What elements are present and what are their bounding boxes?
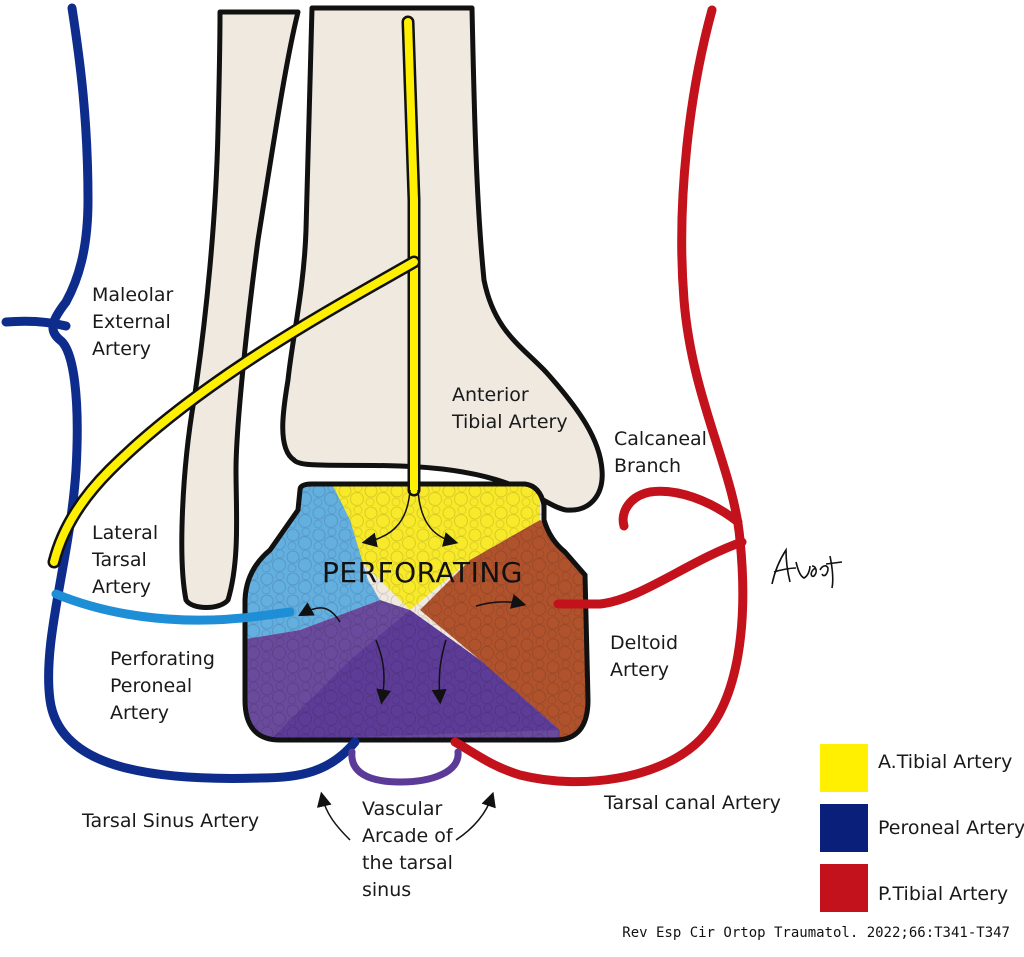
flow-arrow (361, 489, 411, 548)
label-maleolar-external-artery: Maleolar External Artery (92, 284, 174, 360)
peroneal-side-branch (1, 316, 71, 331)
talus-block (245, 484, 588, 740)
arcade-arrow-left (316, 791, 351, 841)
fibula-bone (179, 9, 301, 610)
flow-arrow (298, 602, 341, 623)
flow-arrow (431, 639, 447, 705)
deltoid-artery (553, 537, 747, 609)
label-tarsal-sinus-artery: Tarsal Sinus Artery (82, 810, 260, 832)
legend-swatch-peroneal (820, 804, 868, 852)
calcaneal-branch (618, 486, 743, 531)
label-deltoid-artery: Deltoid Artery (610, 632, 679, 681)
label-anterior-tibial-artery: Anterior Tibial Artery (452, 384, 568, 433)
label-perforating: PERFORATING (322, 556, 523, 589)
peroneal-artery (44, 3, 360, 783)
legend-label-peroneal: Peroneal Artery (878, 817, 1024, 839)
posterior-tibial-artery (450, 5, 748, 787)
label-perforating-peroneal-artery: Perforating Peroneal Artery (110, 648, 215, 724)
flow-arrow (417, 489, 459, 547)
label-calcaneal-branch: Calcaneal Branch (614, 428, 707, 477)
citation: Rev Esp Cir Ortop Traumatol. 2022;66:T34… (622, 925, 1010, 941)
perforating-peroneal-artery (51, 589, 295, 625)
talus-outline (242, 481, 591, 743)
arcade-arrow-right (455, 791, 496, 841)
vascular-arcade (348, 748, 462, 786)
legend-label-anterior-tibial: A.Tibial Artery (878, 751, 1013, 773)
signature (771, 547, 843, 589)
legend-label-posterior-tibial: P.Tibial Artery (878, 883, 1009, 905)
legend-swatch-posterior-tibial (820, 864, 868, 912)
label-tarsal-canal-artery: Tarsal canal Artery (604, 792, 781, 814)
label-vascular-arcade: Vascular Arcade of the tarsal sinus (362, 798, 453, 901)
flow-arrow (375, 639, 392, 705)
flow-arrow (475, 594, 527, 609)
label-lateral-tarsal-artery: Lateral Tarsal Artery (92, 522, 159, 598)
legend-swatch-anterior-tibial (820, 744, 868, 792)
